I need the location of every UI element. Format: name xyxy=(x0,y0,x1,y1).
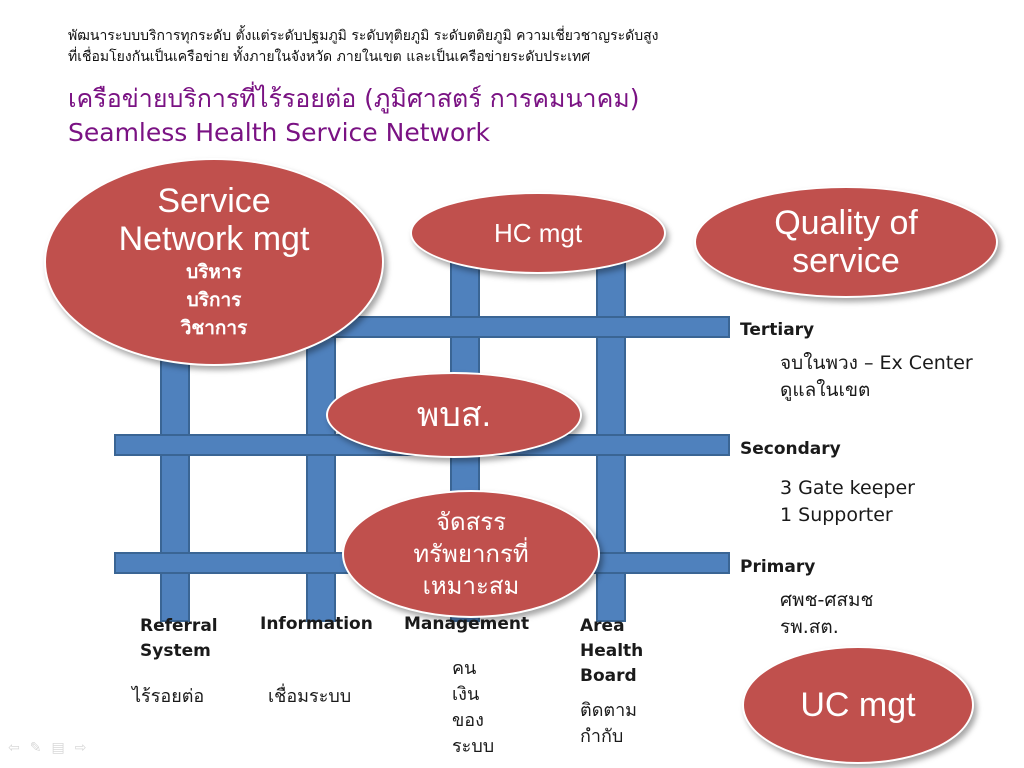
resource-allocation-ellipse: จัดสรร ทรัพยากรที่ เหมาะสม xyxy=(342,490,600,618)
resource-line-1: จัดสรร xyxy=(435,508,507,536)
prev-arrow-icon[interactable]: ⇦ xyxy=(8,740,20,756)
column-area-sub: ติดตาม กำกับ xyxy=(580,698,637,750)
area-line-1: Area xyxy=(580,616,625,636)
level-primary-desc: ศพช-ศสมช รพ.สต. xyxy=(780,587,873,641)
information-line-1: Information xyxy=(260,614,373,634)
referral-line-1: Referral xyxy=(140,616,218,636)
resource-line-3: เหมาะสม xyxy=(422,572,520,600)
quality-line-1: Quality of xyxy=(774,204,918,242)
service-network-sub-3: วิชาการ xyxy=(180,317,248,339)
next-arrow-icon[interactable]: ⇨ xyxy=(74,740,87,756)
column-referral-heading: Referral System xyxy=(140,614,218,664)
column-information-heading: Information xyxy=(260,612,373,637)
management-sub-1: คน xyxy=(452,658,477,679)
column-referral-sub: ไร้รอยต่อ xyxy=(132,686,205,707)
resource-line-2: ทรัพยากรที่ xyxy=(413,540,529,568)
intro-line-1: พัฒนาระบบบริการทุกระดับ ตั้งแต่ระดับปฐมภ… xyxy=(68,28,659,44)
pen-icon[interactable]: ✎ xyxy=(29,740,42,756)
column-area-heading: Area Health Board xyxy=(580,614,643,689)
quality-line-2: service xyxy=(792,242,900,280)
level-secondary-desc: 3 Gate keeper 1 Supporter xyxy=(780,475,915,529)
pbs-label: พบส. xyxy=(416,396,492,434)
management-sub-3: ของ xyxy=(452,710,484,731)
service-network-mgt-ellipse: Service Network mgt บริหาร บริการ วิชากา… xyxy=(44,158,384,366)
hc-mgt-ellipse: HC mgt xyxy=(410,192,666,274)
column-information-sub: เชื่อมระบบ xyxy=(268,686,352,707)
referral-line-2: System xyxy=(140,641,211,661)
service-network-line-2: Network mgt xyxy=(118,220,310,258)
pbs-ellipse: พบส. xyxy=(326,372,582,458)
uc-mgt-label: UC mgt xyxy=(800,686,916,724)
secondary-desc-1: 3 Gate keeper xyxy=(780,477,915,499)
level-primary-label: Primary xyxy=(740,557,816,577)
secondary-desc-2: 1 Supporter xyxy=(780,504,893,526)
title-thai: เครือข่ายบริการที่ไร้รอยต่อ (ภูมิศาสตร์ … xyxy=(68,84,640,113)
area-sub-2: กำกับ xyxy=(580,726,624,747)
column-management-sub: คน เงิน ของ ระบบ xyxy=(452,656,494,760)
level-tertiary-desc: จบในพวง – Ex Center ดูแลในเขต xyxy=(780,350,973,404)
management-sub-2: เงิน xyxy=(452,684,480,705)
primary-desc-2: รพ.สต. xyxy=(780,616,839,638)
management-line-1: Management xyxy=(404,614,530,634)
level-tertiary-label: Tertiary xyxy=(740,320,815,340)
menu-icon[interactable]: ▤ xyxy=(51,740,65,756)
management-sub-4: ระบบ xyxy=(452,736,495,757)
primary-desc-1: ศพช-ศสมช xyxy=(780,589,874,611)
slide-title: เครือข่ายบริการที่ไร้รอยต่อ (ภูมิศาสตร์ … xyxy=(68,82,640,150)
slide-navigation: ⇦ ✎ ▤ ⇨ xyxy=(8,740,86,756)
area-line-2: Health xyxy=(580,641,644,661)
area-sub-1: ติดตาม xyxy=(580,700,638,721)
uc-mgt-ellipse: UC mgt xyxy=(742,646,974,764)
tertiary-desc-1: จบในพวง – Ex Center xyxy=(780,352,973,374)
intro-line-2: ที่เชื่อมโยงกันเป็นเครือข่าย ทั้งภายในจั… xyxy=(68,49,591,65)
service-network-sub-1: บริหาร xyxy=(186,261,242,283)
quality-of-service-ellipse: Quality of service xyxy=(694,186,998,298)
tertiary-desc-2: ดูแลในเขต xyxy=(780,379,871,401)
level-secondary-label: Secondary xyxy=(740,439,841,459)
service-network-sub-2: บริการ xyxy=(186,289,242,311)
intro-text: พัฒนาระบบบริการทุกระดับ ตั้งแต่ระดับปฐมภ… xyxy=(68,26,658,68)
service-network-line-1: Service xyxy=(157,182,271,220)
column-management-heading: Management xyxy=(404,612,529,637)
title-english: Seamless Health Service Network xyxy=(68,118,491,147)
hc-mgt-label: HC mgt xyxy=(493,218,583,248)
area-line-3: Board xyxy=(580,666,637,686)
